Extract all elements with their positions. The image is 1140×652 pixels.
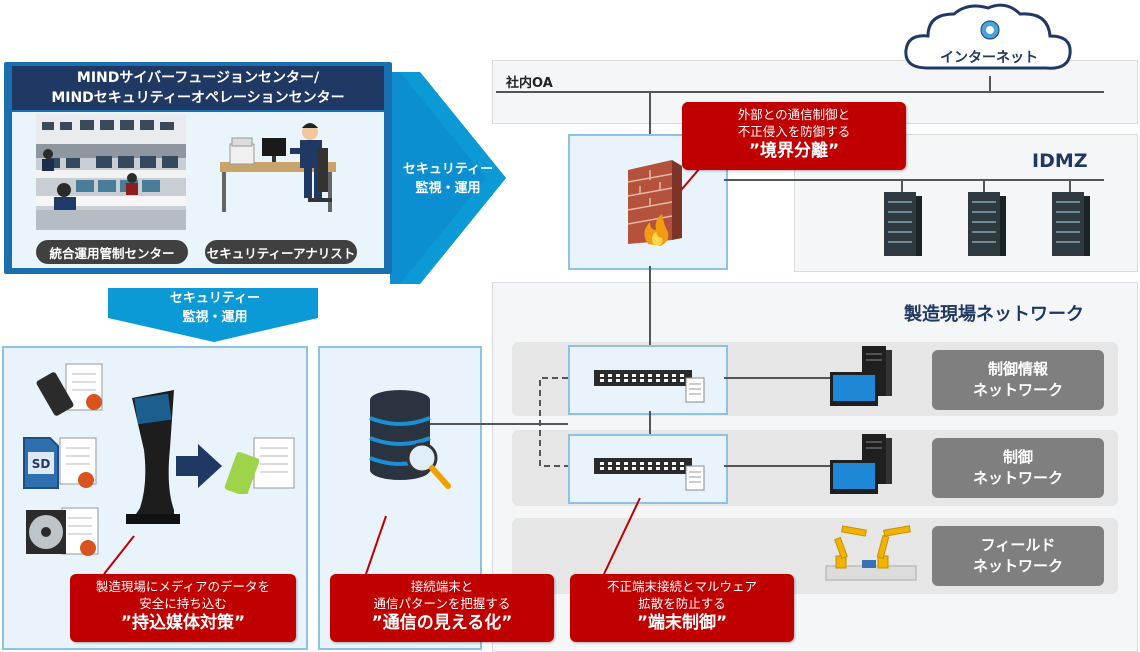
network-switch-icon xyxy=(594,370,705,403)
right-arrow-label: セキュリティー 監視・運用 xyxy=(396,160,500,198)
visual-callout-line1: 接続端末と xyxy=(410,579,474,594)
boundary-separation-callout: 外部との通信制御と 不正侵入を防御する ”境界分離” xyxy=(682,102,906,170)
idmz-label: IDMZ xyxy=(1032,150,1088,172)
control-network-label: 制御ネットワーク xyxy=(932,438,1104,498)
usb-stick-icon xyxy=(36,363,103,416)
server-icon xyxy=(884,192,922,256)
pc-workstation-icon xyxy=(830,346,892,406)
factory-network-label: 製造現場ネットワーク xyxy=(904,304,1084,325)
clean-usb-icon xyxy=(224,437,295,494)
firewall-icon xyxy=(627,160,682,246)
sd-card-icon xyxy=(23,437,97,489)
analyst-image xyxy=(220,123,336,212)
soc-title-line2: MINDセキュリティーオペレーションセンター xyxy=(51,90,345,106)
network-switch-icon xyxy=(594,458,705,491)
sd-card-label: SD xyxy=(31,457,51,471)
dvd-disc-icon xyxy=(26,507,99,556)
server-icon xyxy=(968,192,1006,256)
down-arrow-label: セキュリティー 監視・運用 xyxy=(150,289,280,327)
control-info-network-label: 制御情報ネットワーク xyxy=(932,350,1104,410)
transfer-arrow-icon xyxy=(176,444,222,488)
boundary-callout-line2: 不正侵入を防御する xyxy=(737,124,851,139)
visualization-callout: 接続端末と 通信パターンを把握する ”通信の見える化” xyxy=(330,574,554,642)
control-center-label: 統合運用管制センター xyxy=(36,240,188,264)
boundary-callout-title: ”境界分離” xyxy=(748,141,840,161)
right-arrow-label-line2: 監視・運用 xyxy=(415,181,481,196)
media-callout-title: ”持込媒体対策” xyxy=(120,613,246,633)
down-arrow-label-line2: 監視・運用 xyxy=(182,310,248,325)
industrial-robot-icon xyxy=(825,525,917,581)
office-network-label: 社内OA xyxy=(506,76,553,91)
idmz-servers xyxy=(884,192,1090,256)
boundary-callout-line1: 外部との通信制御と xyxy=(737,107,851,122)
endpoint-callout-title: ”端末制御” xyxy=(636,613,728,633)
internet-label: インターネット xyxy=(940,50,1038,66)
down-arrow-label-line1: セキュリティー xyxy=(169,291,261,306)
media-kiosk-icon xyxy=(126,390,180,524)
control-room-image xyxy=(36,114,186,230)
right-arrow-label-line1: セキュリティー xyxy=(402,162,494,177)
visual-callout-title: ”通信の見える化” xyxy=(371,613,513,633)
media-callout-line2: 安全に持ち込む xyxy=(139,596,227,611)
media-measures-callout: 製造現場にメディアのデータを 安全に持ち込む ”持込媒体対策” xyxy=(70,574,296,642)
down-arrow xyxy=(108,288,318,342)
right-arrow xyxy=(390,72,506,284)
media-callout-line1: 製造現場にメディアのデータを xyxy=(95,579,271,594)
server-icon xyxy=(1052,192,1090,256)
visual-callout-line2: 通信パターンを把握する xyxy=(373,596,511,611)
analyst-label: セキュリティーアナリスト xyxy=(205,240,357,264)
endpoint-callout-line1: 不正端末接続とマルウェア xyxy=(606,579,757,594)
soc-title-line1: MINDサイバーフュージョンセンター/ xyxy=(76,70,320,86)
internet-cloud-icon xyxy=(904,3,1072,70)
endpoint-control-callout: 不正端末接続とマルウェア 拡散を防止する ”端末制御” xyxy=(570,574,794,642)
database-monitor-icon xyxy=(369,390,451,489)
field-network-label: フィールドネットワーク xyxy=(932,526,1104,586)
pc-workstation-icon xyxy=(830,434,892,494)
soc-title: MINDサイバーフュージョンセンター/ MINDセキュリティーオペレーションセン… xyxy=(12,66,384,110)
endpoint-callout-line2: 拡散を防止する xyxy=(638,596,726,611)
